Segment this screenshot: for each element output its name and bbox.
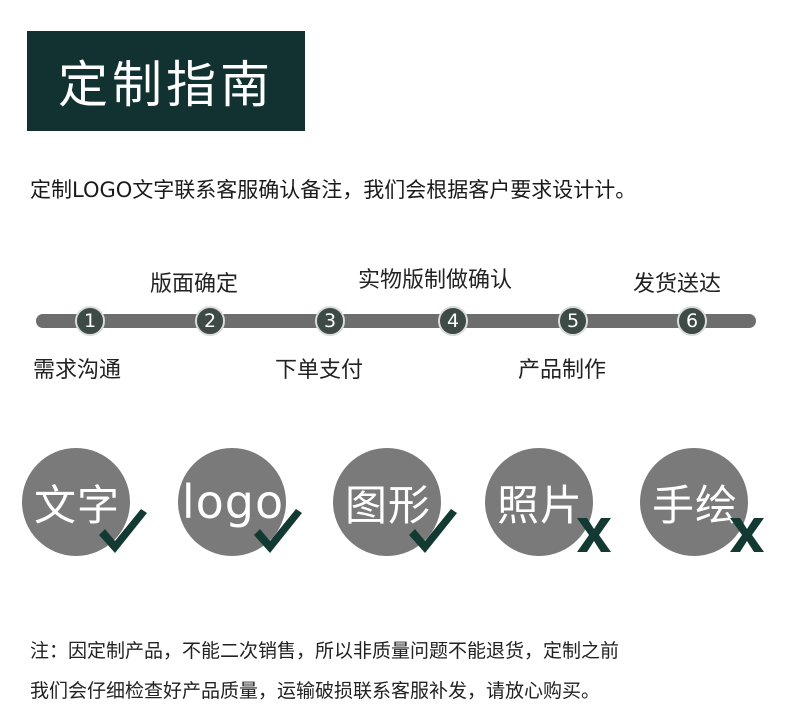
cross-icon: [577, 518, 611, 552]
option-handdrawn-label: 手绘: [651, 480, 738, 530]
option-photo-circle: 照片: [485, 448, 593, 556]
option-logo-circle: logo: [178, 448, 286, 556]
timeline-track: [36, 314, 756, 328]
step-1-label: 需求沟通: [33, 358, 122, 383]
step-6-number: 6: [677, 306, 707, 336]
intro-text: 定制LOGO文字联系客服确认备注，我们会根据客户要求设计计。: [30, 178, 637, 202]
page-title: 定制指南: [58, 56, 274, 114]
process-timeline: 1 2 3 4 5 6 需求沟通 版面确定 下单支付 实物版制做确认 产品制作 …: [33, 268, 756, 383]
cross-icon: [730, 518, 764, 552]
check-icon: [99, 509, 147, 553]
option-logo-label: logo: [181, 475, 285, 529]
step-3-label: 下单支付: [275, 358, 364, 383]
option-handdrawn-circle: 手绘: [640, 448, 748, 556]
option-text-label: 文字: [33, 480, 120, 530]
step-1-number: 1: [75, 306, 105, 336]
step-4-label: 实物版制做确认: [358, 268, 513, 293]
step-5-number: 5: [558, 306, 588, 336]
step-4-number: 4: [438, 306, 468, 336]
title-banner: 定制指南: [27, 31, 305, 131]
step-3-number: 3: [315, 306, 345, 336]
notice-line-1: 注：因定制产品，不能二次销售，所以非质量问题不能退货，定制之前: [30, 640, 620, 662]
option-photo-label: 照片: [496, 480, 583, 530]
check-icon: [254, 509, 302, 553]
option-graphic-circle: 图形: [333, 448, 441, 556]
step-6-label: 发货送达: [633, 272, 722, 297]
option-graphic-label: 图形: [344, 480, 431, 530]
notice-line-2: 我们会仔细检查好产品质量，运输破损联系客服补发，请放心购买。: [30, 680, 601, 702]
step-5-label: 产品制作: [518, 358, 607, 383]
step-2-label: 版面确定: [150, 272, 239, 297]
step-2-number: 2: [195, 306, 225, 336]
check-icon: [409, 509, 457, 553]
